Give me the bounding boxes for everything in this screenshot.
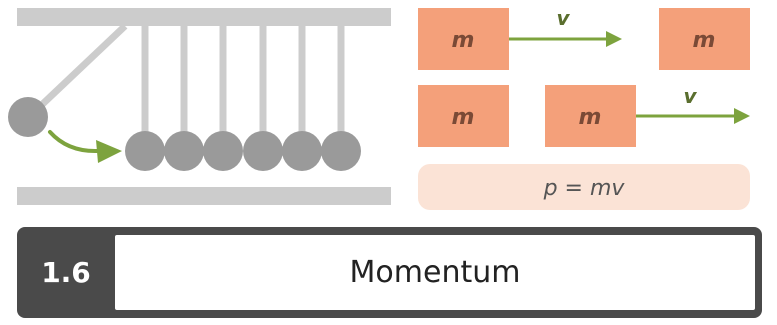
block-label: m [452,105,475,130]
cradle-bottom-bar [17,187,391,205]
ball [164,131,204,171]
section-title: Momentum [115,235,755,310]
section-number: 1.6 [41,256,91,289]
block-moving [545,85,636,147]
block-label: m [452,28,475,53]
velocity-arrow-icon [636,108,750,124]
swing-arrow-icon [48,130,122,163]
ball [321,131,361,171]
formula-background [418,164,750,210]
formula-box: p = mv [418,164,750,210]
raised-string [28,23,128,118]
block-stationary [418,85,509,147]
block-stationary [659,8,750,70]
velocity-arrow-icon [509,31,622,47]
ball [203,131,243,171]
section-header: 1.6 Momentum [17,227,762,318]
collision-before: m v m [418,6,750,70]
ball [282,131,322,171]
momentum-illustration: m v m m m v p = mv [8,6,750,210]
velocity-label: v [556,6,570,30]
raised-ball [8,97,48,137]
momentum-formula: p = mv [543,176,626,201]
newtons-cradle [8,8,391,205]
velocity-label: v [683,84,697,108]
cradle-top-bar [17,8,391,26]
block-label: m [693,28,716,53]
ball [243,131,283,171]
block-moving [418,8,509,70]
block-label: m [579,105,602,130]
collision-after: m m v [418,84,750,147]
ball [125,131,165,171]
